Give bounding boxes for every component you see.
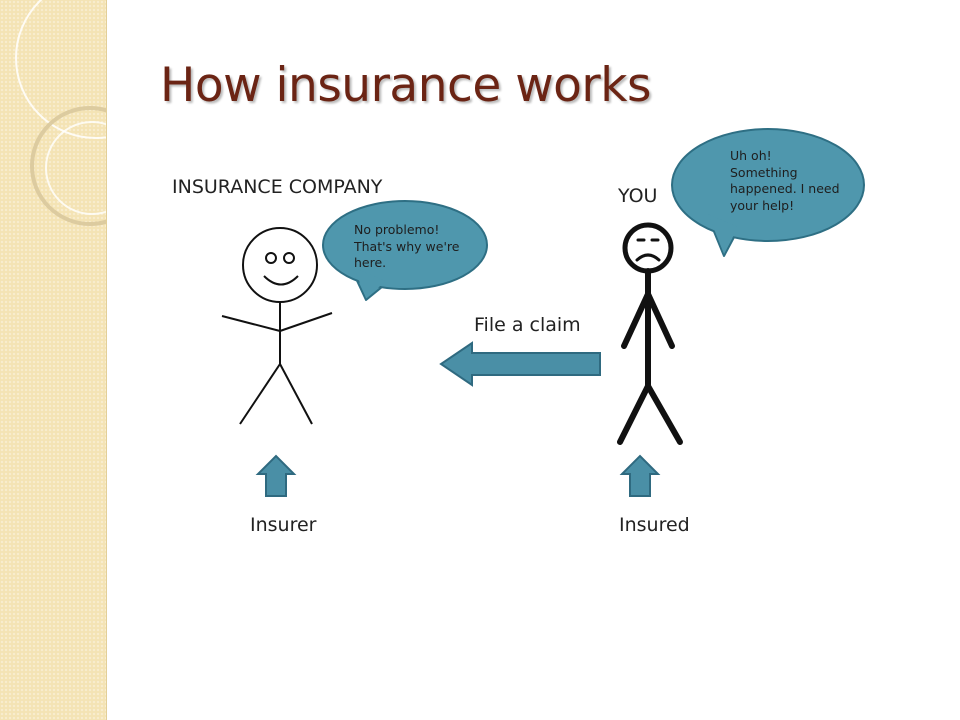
insured-label: Insured <box>619 514 690 536</box>
slide-title: How insurance works <box>160 58 651 113</box>
insurer-label: Insurer <box>250 514 317 536</box>
claim-arrow <box>439 341 601 387</box>
insured-bubble-text: Uh oh! Something happened. I need your h… <box>730 148 840 214</box>
insured-bubble-line: happened. I need <box>730 181 840 196</box>
insurer-bubble-line: That's why we're <box>354 238 460 254</box>
insured-bubble-line: your help! <box>730 197 795 213</box>
insurer-bubble-line: No problemo! <box>354 222 440 237</box>
insurer-bubble-line: here. <box>354 255 387 270</box>
you-label: YOU <box>618 185 658 207</box>
insured-bubble-line: Something <box>730 164 798 180</box>
file-claim-label: File a claim <box>474 314 581 336</box>
insured-speech-bubble <box>671 128 865 257</box>
insurer-speech-bubble <box>322 200 488 301</box>
insurer-bubble-text: No problemo! That's why we're here. <box>354 222 459 272</box>
insurer-up-arrow <box>255 454 297 497</box>
insurer-stick-figure <box>221 227 333 425</box>
decorative-side-strip <box>0 0 177 720</box>
insured-bubble-line: Uh oh! <box>730 148 772 163</box>
insurance-company-label: INSURANCE COMPANY <box>172 176 383 198</box>
insured-stick-figure <box>617 222 683 445</box>
insured-up-arrow <box>619 454 661 497</box>
